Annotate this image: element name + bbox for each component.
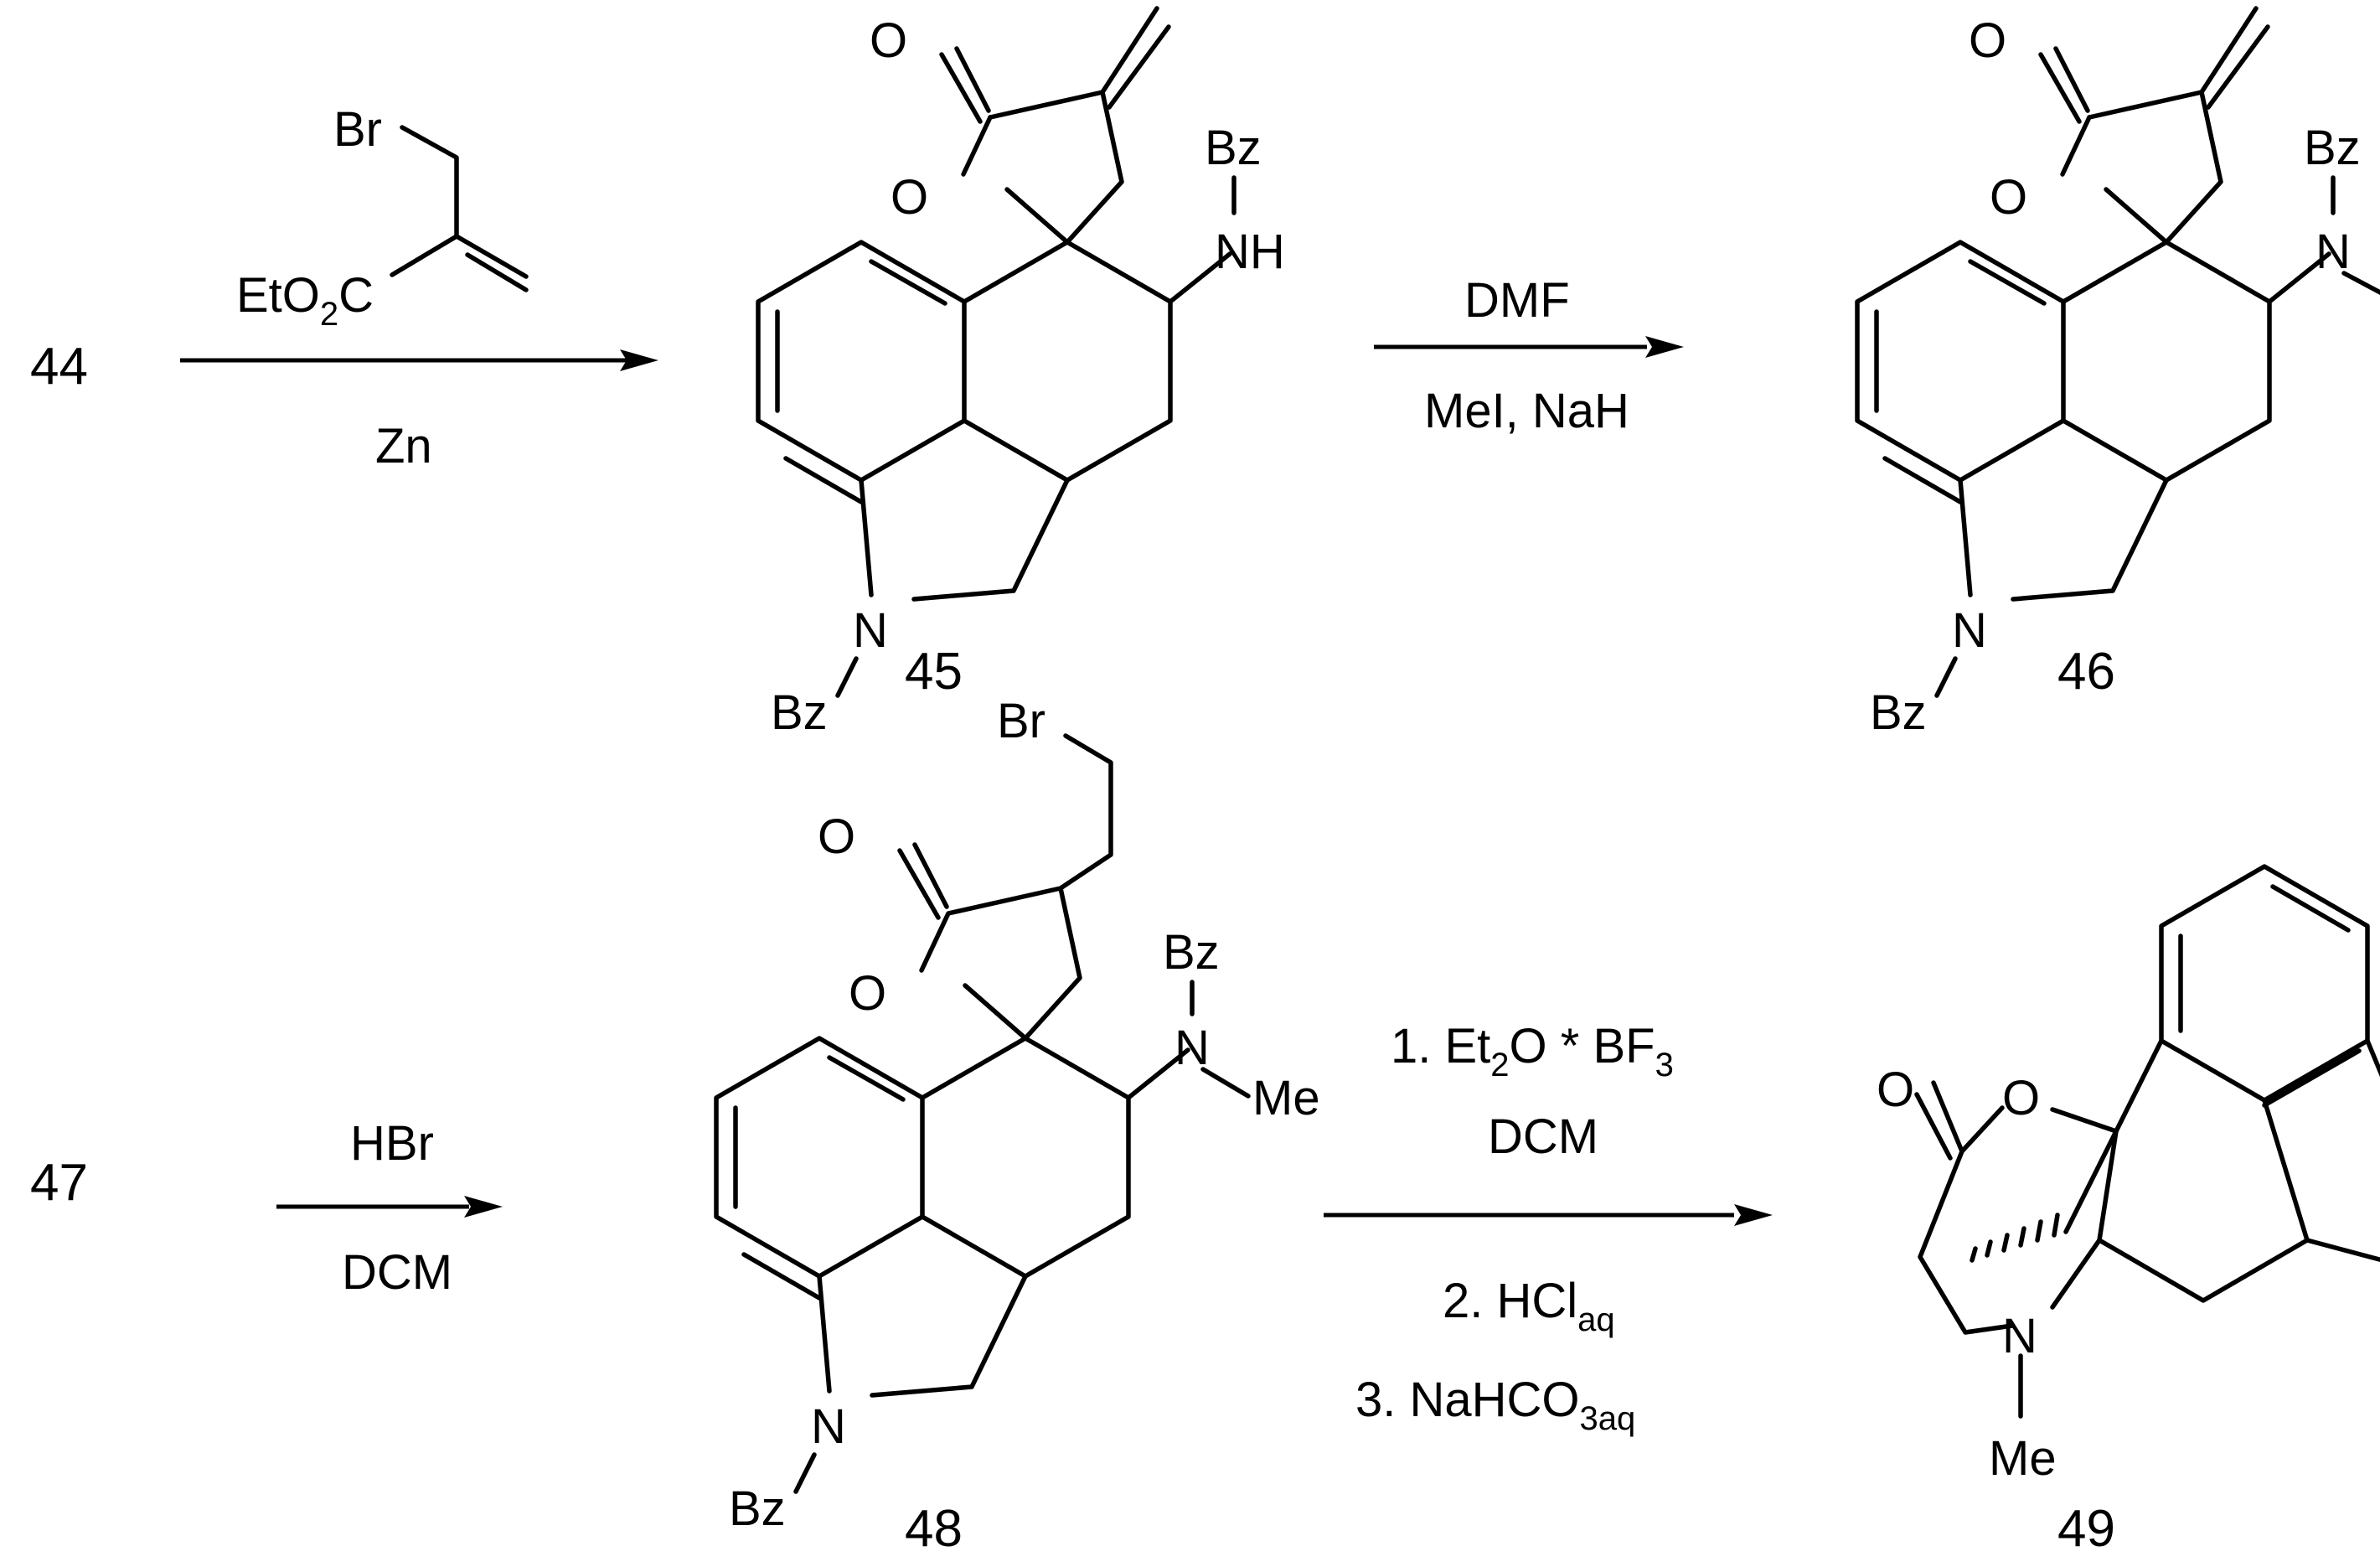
atom-o-carbonyl: O: [1969, 13, 2006, 68]
structure-49: O O NH N Me: [1877, 864, 2380, 1486]
atom-bz-indoline: Bz: [729, 1482, 786, 1536]
reaction-arrow-2: [1374, 336, 1684, 358]
atom-o-ring: O: [2002, 1071, 2040, 1125]
reagent-line-2: DCM: [1488, 1109, 1598, 1164]
atom-bz-indoline: Bz: [771, 685, 828, 740]
reagent-line-4: 3. NaHCO3aq: [1355, 1373, 1635, 1437]
compound-label-49: 49: [2057, 1500, 2115, 1558]
atom-o-carbonyl: O: [870, 13, 907, 68]
compound-label-46: 46: [2057, 643, 2115, 701]
atom-bz-amide: Bz: [1163, 925, 1220, 980]
reaction-arrow-4: [1324, 1204, 1773, 1226]
compound-label-48: 48: [905, 1500, 963, 1558]
reagent-dmf: DMF: [1464, 273, 1570, 328]
reagent-bromomethyl-acrylate: Br EtO2C: [236, 102, 529, 333]
structure-46: O O Bz N Me N Bz: [1857, 8, 2380, 740]
atom-bz-indoline: Bz: [1870, 685, 1927, 740]
atom-n-methyl: N: [2315, 225, 2351, 279]
atom-o-carbonyl: O: [1877, 1063, 1914, 1117]
reagent-line-3: 2. HClaq: [1443, 1274, 1615, 1338]
atom-bz-amide: Bz: [2304, 121, 2361, 175]
atom-me: Me: [1252, 1071, 1320, 1125]
reagent-line-1: 1. Et2O * BF3: [1391, 1019, 1674, 1083]
reagent-zn: Zn: [375, 419, 432, 473]
reaction-arrow-3: [276, 1196, 503, 1218]
reagent-hbr: HBr: [350, 1116, 434, 1171]
atom-me: Me: [1989, 1431, 2057, 1486]
reaction-arrow-1: [180, 349, 658, 371]
reagent-mei-nah: MeI, NaH: [1424, 384, 1629, 438]
atom-n-indoline: N: [1952, 603, 1987, 658]
compound-label-47: 47: [30, 1154, 88, 1212]
atom-n-indoline: N: [853, 603, 888, 658]
reagent-ester-label: EtO2C: [236, 268, 374, 333]
atom-o-carbonyl: O: [818, 809, 855, 864]
reagent-br-label: Br: [333, 102, 382, 157]
atom-bz-amide: Bz: [1205, 121, 1262, 175]
compound-label-44: 44: [30, 338, 88, 396]
atom-o-ring: O: [891, 170, 928, 225]
structure-45: O O Bz NH N Bz: [758, 8, 1285, 740]
atom-o-ring: O: [1990, 170, 2027, 225]
atom-o-ring: O: [849, 966, 886, 1021]
atom-n-methyl: N: [1175, 1021, 1210, 1075]
structure-48: O O Br Bz N Me N Bz: [714, 694, 1320, 1536]
atom-n-methyl: N: [2002, 1309, 2037, 1363]
compound-label-45: 45: [905, 643, 963, 701]
atom-n-indoline: N: [811, 1399, 846, 1454]
atom-nh: NH: [1215, 225, 1285, 279]
atom-br: Br: [997, 694, 1045, 748]
reagent-dcm-step3: DCM: [342, 1245, 452, 1300]
